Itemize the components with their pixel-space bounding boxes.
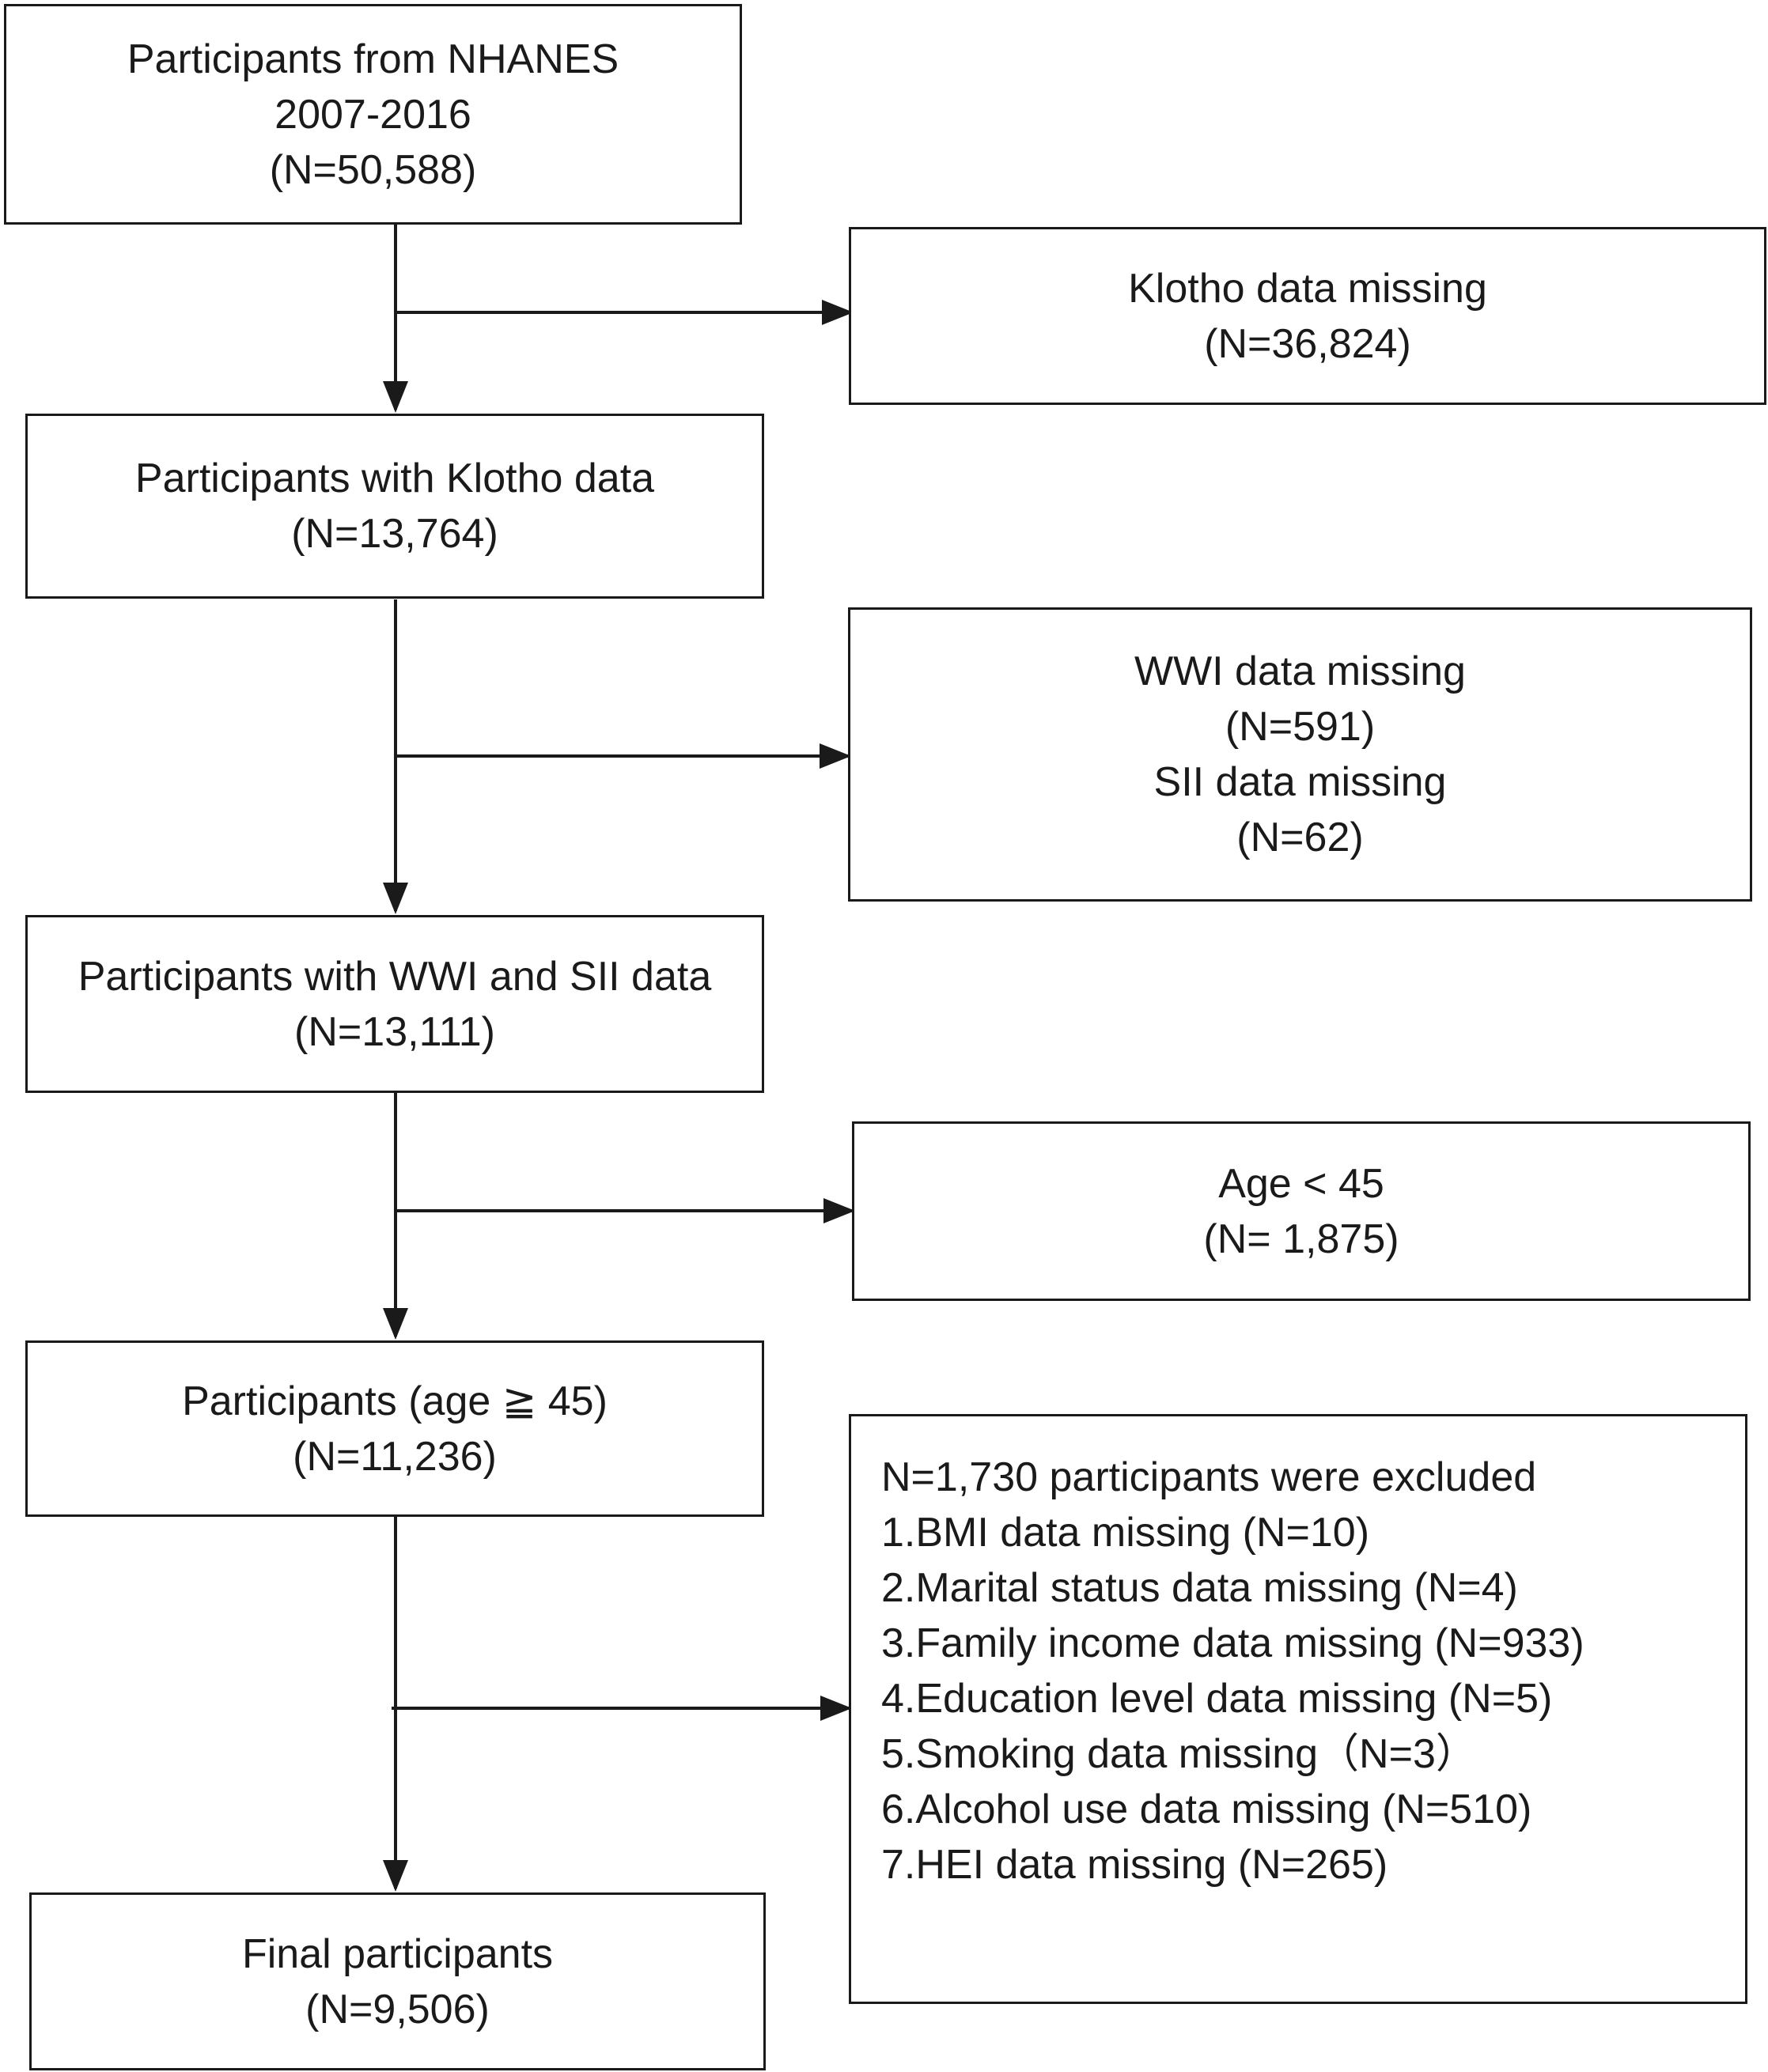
box-exclusion-wwi-sii-line-3: SII data missing [1153, 759, 1447, 805]
box-exclusion-wwi-sii-line-2: (N=591) [1225, 704, 1376, 750]
box-participants-klotho: Participants with Klotho data (N=13,764) [25, 414, 764, 599]
box-exclusion-wwi-sii: WWI data missing (N=591) SII data missin… [848, 607, 1752, 902]
box-exclusion-age-line-2: (N= 1,875) [1203, 1216, 1399, 1262]
box-exclusion-covariates-line-5: 4.Education level data missing (N=5) [881, 1676, 1553, 1722]
box-exclusion-wwi-sii-line-1: WWI data missing [1134, 648, 1466, 694]
box-exclusion-covariates-line-3: 2.Marital status data missing (N=4) [881, 1565, 1518, 1611]
box-exclusion-covariates: N=1,730 participants were excluded 1.BMI… [849, 1414, 1747, 2004]
box-participants-nhanes-line-3: (N=50,588) [269, 146, 477, 193]
box-final-participants-line-1: Final participants [241, 1930, 554, 1977]
box-participants-wwi-sii-line-2: (N=13,111) [294, 1008, 495, 1055]
box-exclusion-covariates-line-7: 6.Alcohol use data missing (N=510) [881, 1787, 1532, 1832]
box-participants-wwi-sii-line-1: Participants with WWI and SII data [78, 953, 712, 1000]
box-participants-age-line-2: (N=11,236) [293, 1433, 497, 1480]
box-exclusion-age-line-1: Age < 45 [1218, 1160, 1384, 1207]
box-participants-nhanes-line-2: 2007-2016 [274, 91, 471, 138]
box-exclusion-covariates-line-6: 5.Smoking data missing（N=3） [881, 1731, 1477, 1777]
box-exclusion-covariates-line-2: 1.BMI data missing (N=10) [881, 1510, 1370, 1556]
box-participants-klotho-line-2: (N=13,764) [291, 511, 498, 557]
box-participants-klotho-line-1: Participants with Klotho data [134, 456, 655, 501]
box-exclusion-age: Age < 45 (N= 1,875) [852, 1121, 1751, 1301]
box-final-participants: Final participants (N=9,506) [29, 1892, 766, 2070]
box-exclusion-klotho-line-2: (N=36,824) [1204, 320, 1411, 367]
box-exclusion-covariates-line-1: N=1,730 participants were excluded [881, 1454, 1537, 1500]
box-exclusion-klotho: Klotho data missing (N=36,824) [849, 227, 1766, 405]
box-participants-age: Participants (age ≧ 45) (N=11,236) [25, 1340, 764, 1517]
box-exclusion-wwi-sii-line-4: (N=62) [1236, 815, 1364, 860]
box-exclusion-covariates-line-8: 7.HEI data missing (N=265) [881, 1842, 1388, 1888]
box-exclusion-klotho-line-1: Klotho data missing [1128, 265, 1487, 312]
box-exclusion-covariates-line-4: 3.Family income data missing (N=933) [881, 1620, 1584, 1666]
box-final-participants-line-2: (N=9,506) [305, 1986, 490, 2032]
box-participants-age-line-1: Participants (age ≧ 45) [182, 1378, 608, 1424]
box-participants-wwi-sii: Participants with WWI and SII data (N=13… [25, 915, 764, 1093]
box-participants-nhanes-line-1: Participants from NHANES [127, 36, 619, 82]
box-participants-nhanes: Participants from NHANES 2007-2016 (N=50… [4, 4, 742, 225]
